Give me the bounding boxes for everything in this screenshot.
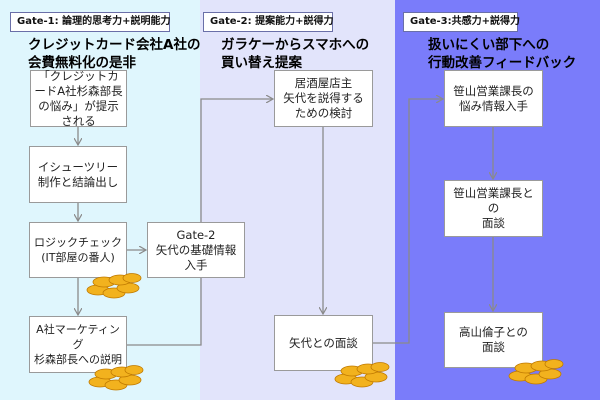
- step-logic-check[interactable]: ロジックチェック (IT部屋の番人): [29, 222, 127, 278]
- step-marketing-explanation[interactable]: A社マーケティング 杉森部長への説明: [29, 316, 127, 373]
- gate-2-title-line1: ガラケーからスマホへの: [221, 37, 370, 53]
- gold-coins-icon: [86, 273, 142, 299]
- gate-2-title: ガラケーからスマホへの 買い替え提案: [221, 36, 369, 72]
- gold-coins-icon: [88, 365, 144, 391]
- gold-coins-icon: [508, 359, 564, 385]
- gate-3-title-line2: 行動改善フィードバック: [428, 55, 577, 71]
- step-issue-tree[interactable]: イシューツリー制作と結論出し: [29, 146, 127, 203]
- step-persuade-yashiro-review[interactable]: 居酒屋店主 矢代を説得するための検討: [274, 70, 373, 127]
- step-gate2-basic-info[interactable]: Gate-2 矢代の基礎情報入手: [147, 222, 245, 278]
- step-sasayama-info[interactable]: 笹山営業課長の 悩み情報入手: [444, 70, 543, 127]
- step-interview-yashiro[interactable]: 矢代との面談: [274, 315, 373, 371]
- gate-3-title: 扱いにくい部下への 行動改善フィードバック: [428, 36, 576, 72]
- gate-1-title-line1: クレジットカード会社A社の: [28, 37, 201, 53]
- gold-coins-icon: [334, 362, 390, 388]
- gate-2-title-line2: 買い替え提案: [221, 55, 302, 71]
- gate-1-title-line2: 会費無料化の是非: [28, 55, 136, 71]
- gate-3-label: Gate-3:共感力+説得力: [403, 12, 520, 32]
- step-proposal-presented[interactable]: 「クレジットカードA社杉森部長の悩み」が提示される: [30, 69, 127, 128]
- gate-1-title: クレジットカード会社A社の 会費無料化の是非: [28, 36, 200, 72]
- gate-2-label: Gate-2: 提案能力+説得力: [203, 12, 334, 32]
- gate-1-label: Gate-1: 論理的思考力+説明能力: [10, 12, 171, 32]
- step-interview-takayama[interactable]: 高山倫子との 面談: [444, 312, 543, 368]
- step-interview-sasayama[interactable]: 笹山営業課長との 面談: [444, 180, 543, 237]
- gate-3-title-line1: 扱いにくい部下への: [428, 37, 550, 53]
